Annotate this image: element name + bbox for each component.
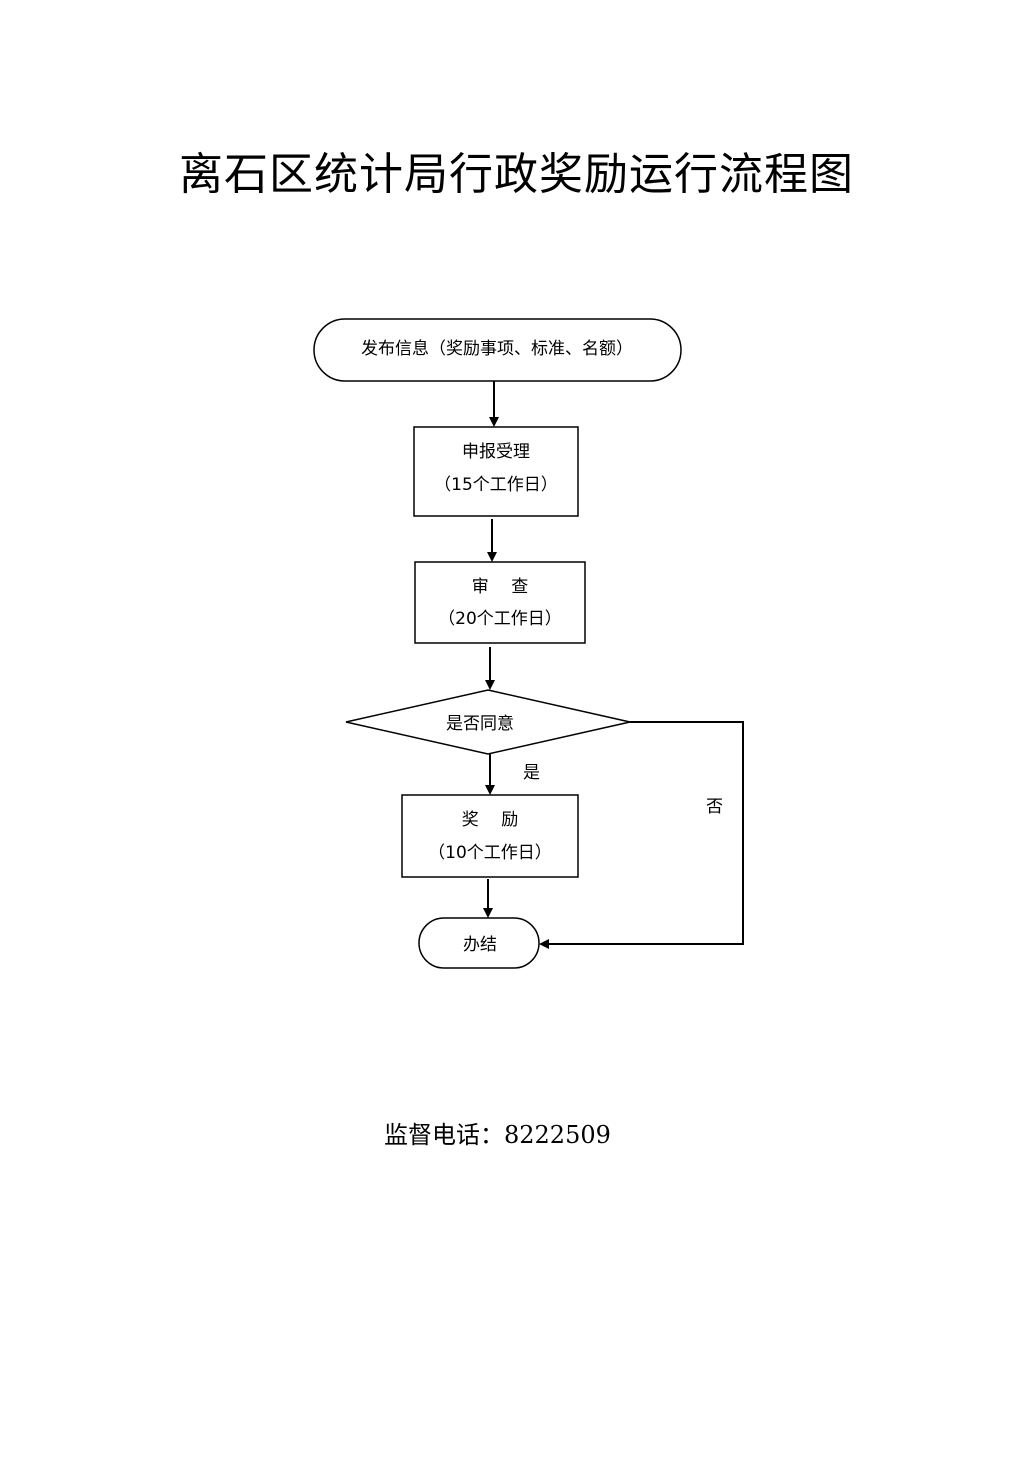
node-accept: 申报受理 （15个工作日） (413, 426, 579, 517)
node-review-duration: （20个工作日） (438, 609, 562, 629)
node-reward: 奖 励 （10个工作日） (401, 794, 579, 878)
phone-label: 监督电话： (384, 1121, 504, 1149)
node-start: 发布信息（奖励事项、标准、名额） (313, 318, 682, 382)
node-reward-duration: （10个工作日） (428, 843, 552, 863)
node-end-label: 办结 (463, 935, 497, 955)
node-decision-label: 是否同意 (446, 714, 514, 734)
edge-no-label: 否 (706, 797, 723, 817)
node-start-label: 发布信息（奖励事项、标准、名额） (361, 339, 633, 359)
edge-yes-label: 是 (523, 763, 540, 783)
node-end: 办结 (418, 917, 540, 969)
node-review: 审 查 （20个工作日） (414, 561, 586, 644)
edge-decision-end-no (539, 721, 744, 949)
node-accept-duration: （15个工作日） (434, 475, 558, 495)
phone-number: 8222509 (504, 1121, 611, 1149)
supervision-phone: 监督电话：8222509 (384, 1115, 611, 1150)
node-reward-title: 奖 励 (462, 810, 518, 830)
node-decision: 是否同意 (345, 689, 631, 755)
node-accept-title: 申报受理 (462, 442, 530, 462)
node-review-title: 审 查 (472, 577, 528, 597)
page-title: 离石区统计局行政奖励运行流程图 (179, 149, 854, 200)
